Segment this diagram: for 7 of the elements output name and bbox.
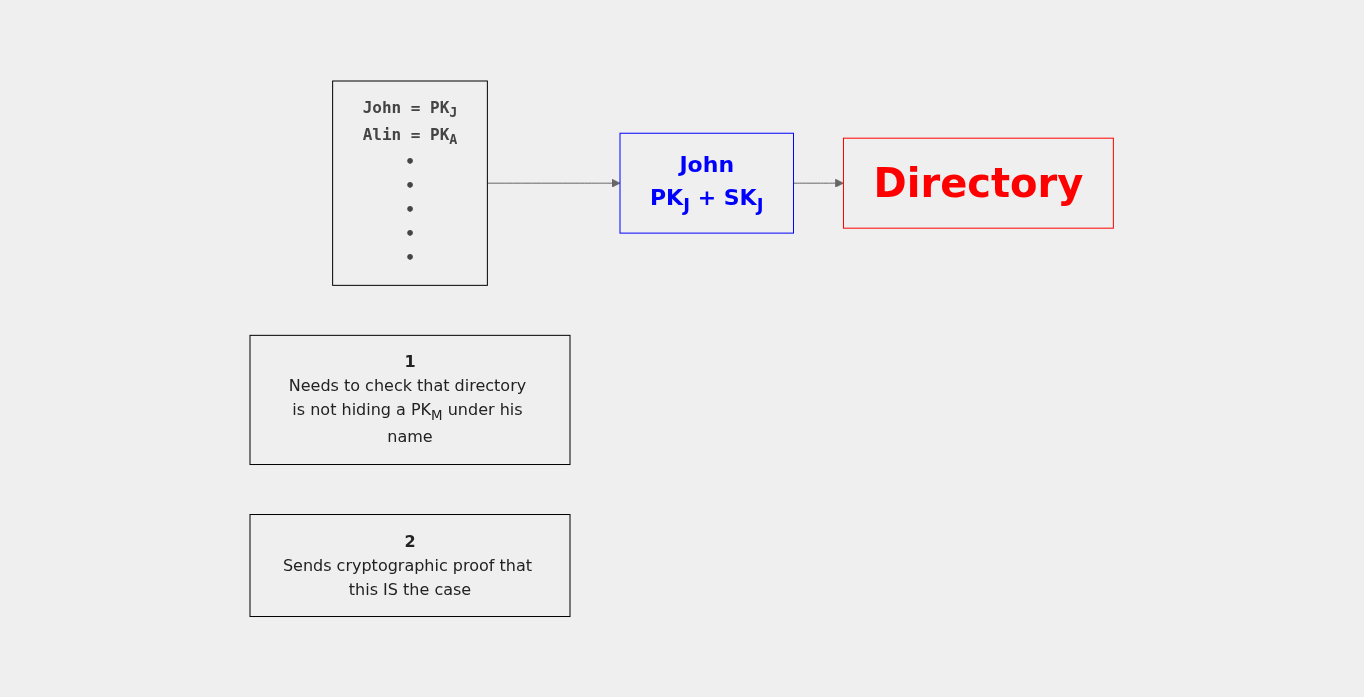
node-box: Directory bbox=[843, 137, 1115, 229]
node-box: 2 Sends cryptographic proof that this IS the case bbox=[249, 513, 571, 617]
node-box: 1 Needs to check that directory is not hiding a PK$_{M}$ under his name bbox=[249, 334, 571, 465]
arrow bbox=[793, 178, 845, 188]
node-box: John PK$_{J}$ + SK$_{J}$ bbox=[619, 132, 795, 234]
arrow bbox=[487, 178, 621, 188]
node-box: John = PK$_{J}$ Alin = PK$_{A}$ • • • • • bbox=[332, 80, 489, 286]
